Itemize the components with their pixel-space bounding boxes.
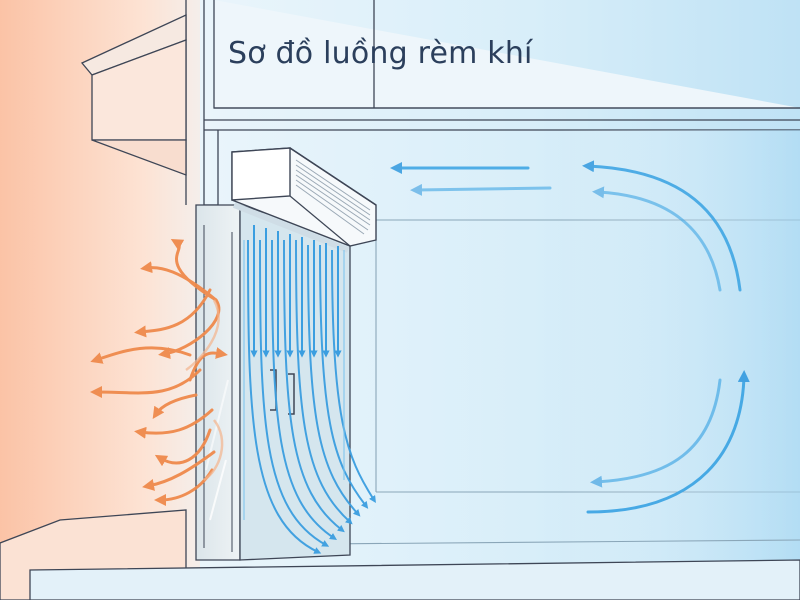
air-curtain-unit-icon bbox=[231, 147, 377, 253]
indoor-glow bbox=[560, 130, 800, 600]
curtain-air-faint bbox=[243, 240, 345, 520]
building-upper bbox=[185, 0, 800, 206]
curtain-air-streams bbox=[250, 225, 342, 358]
warm-air-faint bbox=[185, 299, 224, 482]
floor bbox=[0, 509, 800, 600]
outdoor-awning bbox=[80, 13, 187, 176]
diagram-title: Sơ đồ luồng rèm khí bbox=[228, 36, 533, 71]
warm-air-arrows bbox=[90, 239, 228, 506]
indoor-air-arrows bbox=[390, 160, 750, 514]
curtain-air-deflected bbox=[247, 239, 376, 554]
